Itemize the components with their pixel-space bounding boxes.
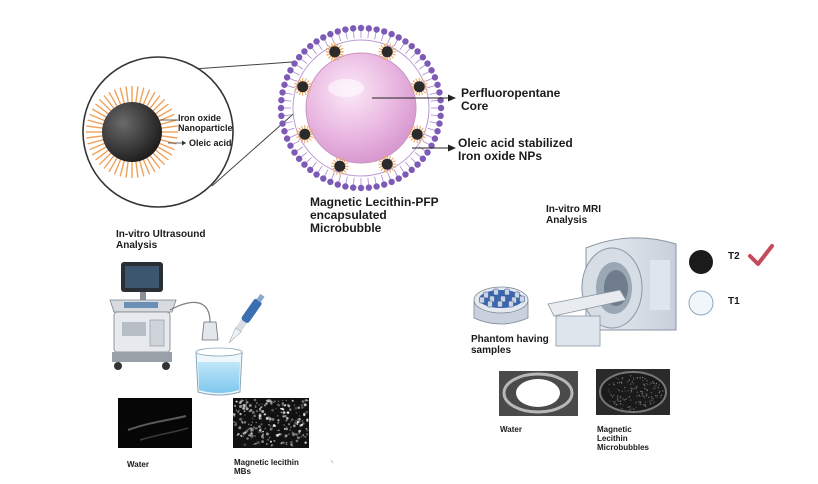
label-ultrasound-title: In-vitro Ultrasound Analysis [116, 229, 206, 251]
us-image-water [118, 398, 192, 448]
label-mri-water: Water [500, 425, 522, 434]
label-iron-oxide: Iron oxide Nanoparticle [178, 113, 233, 133]
lecithin-shell [277, 24, 445, 192]
mri-scanner [547, 237, 677, 347]
label-mri-mbs: Magnetic Lecithin Microbubbles [597, 425, 650, 452]
t-weighted-circles [688, 244, 774, 316]
label-t2: T2 [728, 251, 740, 262]
check-mark-icon [748, 244, 774, 266]
label-us-mbs: Magnetic lecithin MBs [234, 458, 299, 476]
label-oleic-stabilized: Oleic acid stabilized Iron oxide NPs [458, 136, 573, 163]
label-t1: T1 [728, 296, 740, 307]
t1-light-circle [688, 290, 714, 316]
label-microbubble-title: Magnetic Lecithin-PFP encapsulated Micro… [310, 195, 439, 235]
oleic-acid-chains-zoom [86, 86, 178, 178]
us-image-mbs [232, 398, 309, 448]
phantom [473, 286, 529, 325]
zoom-circle [82, 56, 301, 208]
t2-dark-circle [689, 250, 713, 274]
label-phantom: Phantom having samples [471, 334, 549, 356]
microbubble [277, 24, 456, 192]
label-pfp-core: Perfluoropentane Core [461, 86, 561, 113]
mri-image-water [499, 371, 578, 416]
shell-nanoparticles [293, 42, 429, 176]
pfp-core [305, 52, 417, 164]
label-oleic-acid: Oleic acid [189, 138, 232, 148]
ultrasound-machine [109, 262, 265, 396]
mri-image-mbs [596, 369, 670, 415]
label-us-water: Water [127, 460, 149, 469]
label-mri-title: In-vitro MRI Analysis [546, 204, 601, 226]
iron-oxide-core-zoom [102, 102, 162, 162]
